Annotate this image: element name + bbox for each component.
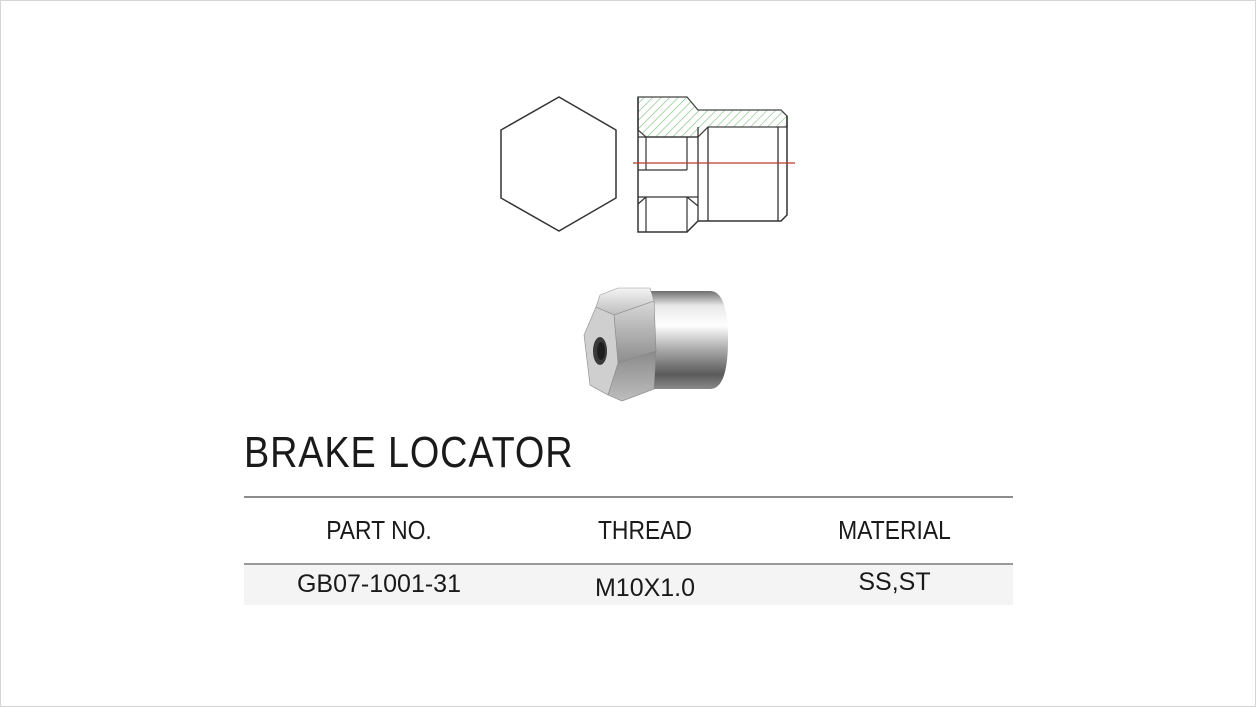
brake-locator-photo-icon: [583, 287, 728, 402]
spec-table: PART NO. THREAD MATERIAL GB07-1001-31 M1…: [244, 515, 1013, 610]
technical-drawing-svg: [500, 96, 795, 233]
header-part-no: PART NO.: [326, 515, 432, 545]
hexagon-end-view: [500, 96, 617, 232]
cell-material: SS,ST: [858, 568, 931, 596]
header-thread: THREAD: [597, 515, 693, 545]
side-section-view: [633, 96, 795, 233]
table-row: GB07-1001-31 M10X1.0 SS,ST: [244, 564, 1013, 610]
table-header-row: PART NO. THREAD MATERIAL: [244, 515, 1013, 564]
title-divider: [244, 496, 1013, 498]
product-photo: [578, 285, 738, 410]
value-row-band: [244, 565, 1013, 605]
product-title: BRAKE LOCATOR: [244, 428, 574, 477]
header-material: MATERIAL: [838, 515, 951, 545]
header-divider: [244, 563, 1013, 565]
cell-part-no: GB07-1001-31: [296, 570, 461, 598]
technical-drawing: [490, 90, 800, 245]
cell-thread: M10X1.0: [594, 574, 696, 602]
